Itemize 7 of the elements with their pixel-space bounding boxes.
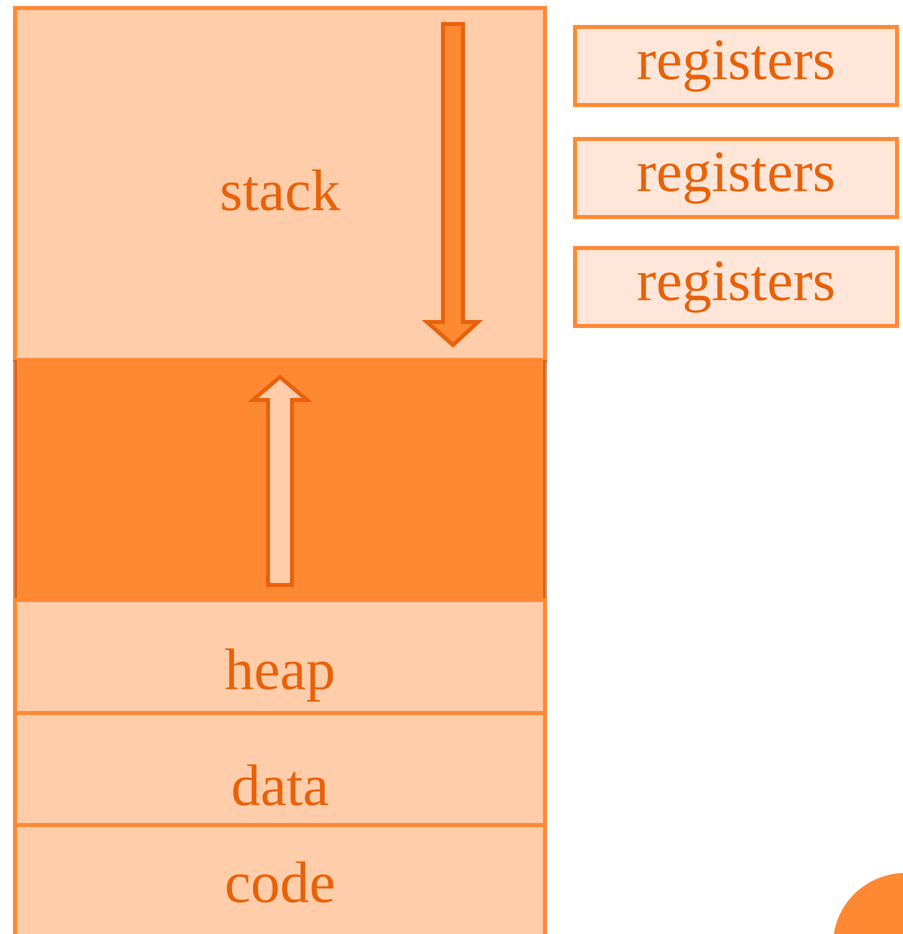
register-box: registers [573,246,899,328]
memory-segment: heap [13,598,547,715]
register-box: registers [573,25,899,107]
memory-segment: stack [13,6,547,362]
memory-segment: code [13,823,547,934]
register-box: registers [573,137,899,219]
memory-segment: data [13,711,547,827]
